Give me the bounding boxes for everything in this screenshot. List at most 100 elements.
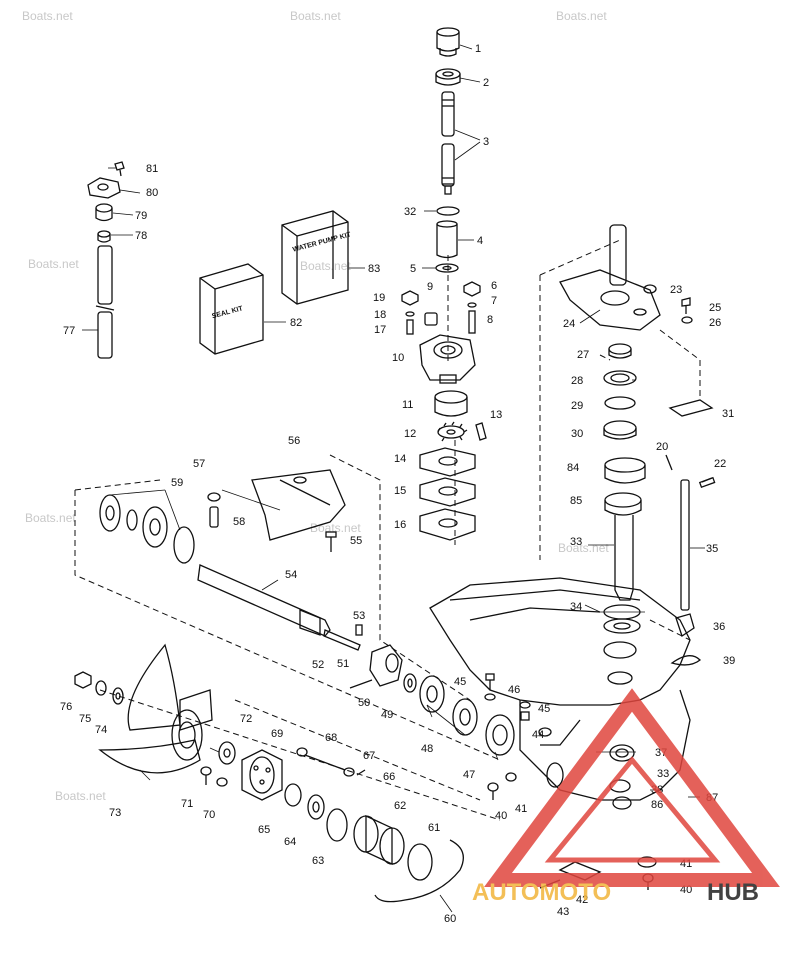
part-55-screw bbox=[325, 531, 337, 552]
callout: 76 bbox=[60, 701, 72, 713]
pump-hardware bbox=[401, 281, 481, 335]
part-60-retainer bbox=[374, 839, 464, 903]
callout: 33 bbox=[657, 768, 669, 780]
part-71-screw bbox=[200, 766, 212, 785]
part-61-o-ring bbox=[407, 843, 433, 881]
part-40-screw bbox=[487, 782, 499, 800]
part-48-forward-gear bbox=[419, 675, 478, 736]
callout: 80 bbox=[146, 187, 158, 199]
water-pump-kit-box bbox=[281, 210, 349, 305]
part-3-drive-shaft bbox=[441, 91, 455, 195]
callout: 42 bbox=[576, 894, 588, 906]
callout: 14 bbox=[394, 453, 406, 465]
watermark: Boats.net bbox=[55, 789, 106, 803]
part-10-pump-base bbox=[419, 334, 476, 384]
callout: 68 bbox=[325, 732, 337, 744]
callout: 4 bbox=[477, 235, 483, 247]
part-34-shims bbox=[603, 604, 641, 634]
watermark: Boats.net bbox=[300, 259, 351, 273]
part-31-gasket bbox=[668, 399, 714, 417]
part-26-washer bbox=[681, 316, 693, 324]
part-16-gasket bbox=[419, 508, 476, 541]
part-86-ring bbox=[612, 796, 632, 810]
callout: 73 bbox=[109, 807, 121, 819]
callout: 28 bbox=[571, 375, 583, 387]
part-41-washer bbox=[505, 772, 517, 782]
part-56-trim-tab bbox=[251, 469, 346, 541]
callout: 65 bbox=[258, 824, 270, 836]
callout: 17 bbox=[374, 324, 386, 336]
callout: 63 bbox=[312, 855, 324, 867]
watermark: Boats.net bbox=[558, 541, 609, 555]
gearcase-fasteners bbox=[484, 673, 552, 737]
callout: 66 bbox=[383, 771, 395, 783]
callout-labels: 1 2 3 32 4 5 6 7 8 9 19 18 17 10 11 12 1… bbox=[60, 43, 735, 925]
part-77-shift-shaft bbox=[95, 245, 115, 359]
part-27-bearing bbox=[608, 343, 632, 359]
automotohub-logo: AUTOMOTO HUB bbox=[472, 688, 780, 906]
callout: 52 bbox=[312, 659, 324, 671]
callout: 78 bbox=[135, 230, 147, 242]
part-22-pin bbox=[698, 476, 716, 489]
callout: 15 bbox=[394, 485, 406, 497]
part-74-washer bbox=[112, 687, 124, 705]
watermark: Boats.net bbox=[25, 511, 76, 525]
part-84-bearing-cup bbox=[604, 457, 646, 484]
part-39-plug bbox=[670, 655, 701, 666]
logo-triangle-inner bbox=[544, 756, 721, 863]
watermark: Boats.net bbox=[556, 9, 607, 23]
callout: 26 bbox=[709, 317, 721, 329]
callout: 50 bbox=[358, 697, 370, 709]
seal-kit-box bbox=[199, 263, 264, 355]
logo-text-hub: HUB bbox=[707, 879, 759, 906]
part-50-clutch bbox=[369, 644, 403, 687]
callout: 77 bbox=[63, 325, 75, 337]
callout: 36 bbox=[713, 621, 725, 633]
part-63-o-ring bbox=[326, 808, 348, 842]
callout: 5 bbox=[410, 263, 416, 275]
part-29-o-ring bbox=[604, 396, 636, 410]
part-64-washer bbox=[307, 794, 325, 820]
seal-kit-label: SEAL KIT bbox=[211, 305, 244, 320]
callout: 46 bbox=[508, 684, 520, 696]
part-78-seal bbox=[97, 230, 111, 243]
watermark: Boats.net bbox=[28, 257, 79, 271]
part-13-key bbox=[475, 422, 487, 441]
callout: 16 bbox=[394, 519, 406, 531]
part-4-sleeve bbox=[436, 220, 458, 259]
part-69-carrier bbox=[241, 749, 283, 801]
callout: 53 bbox=[353, 610, 365, 622]
part-51-pin bbox=[349, 679, 373, 689]
part-62-carrier bbox=[353, 814, 405, 866]
part-15-plate bbox=[419, 477, 476, 507]
callout: 18 bbox=[374, 309, 386, 321]
callout: 86 bbox=[651, 799, 663, 811]
callout: 35 bbox=[706, 543, 718, 555]
callout: 24 bbox=[563, 318, 575, 330]
callout: 22 bbox=[714, 458, 726, 470]
callout: 8 bbox=[487, 314, 493, 326]
part-11-liner bbox=[434, 390, 468, 417]
callout: 30 bbox=[571, 428, 583, 440]
assembly-dashed-lines bbox=[74, 239, 701, 821]
callout: 7 bbox=[491, 295, 497, 307]
callout: 72 bbox=[240, 713, 252, 725]
callout: 61 bbox=[428, 822, 440, 834]
part-52-shaft bbox=[323, 629, 361, 651]
callout: 10 bbox=[392, 352, 404, 364]
callout: 23 bbox=[670, 284, 682, 296]
callout: 64 bbox=[284, 836, 296, 848]
part-68-screw bbox=[296, 747, 346, 771]
logo-text-automoto: AUTOMOTO bbox=[472, 879, 611, 906]
callout: 58 bbox=[233, 516, 245, 528]
part-75-washer bbox=[95, 680, 107, 696]
callout: 6 bbox=[491, 280, 497, 292]
callout: 81 bbox=[146, 163, 158, 175]
callout: 55 bbox=[350, 535, 362, 547]
callout: 82 bbox=[290, 317, 302, 329]
part-66-pin bbox=[356, 769, 366, 776]
part-20-pin bbox=[665, 454, 673, 471]
part-5-seal bbox=[435, 263, 459, 273]
callout: 40 bbox=[495, 810, 507, 822]
